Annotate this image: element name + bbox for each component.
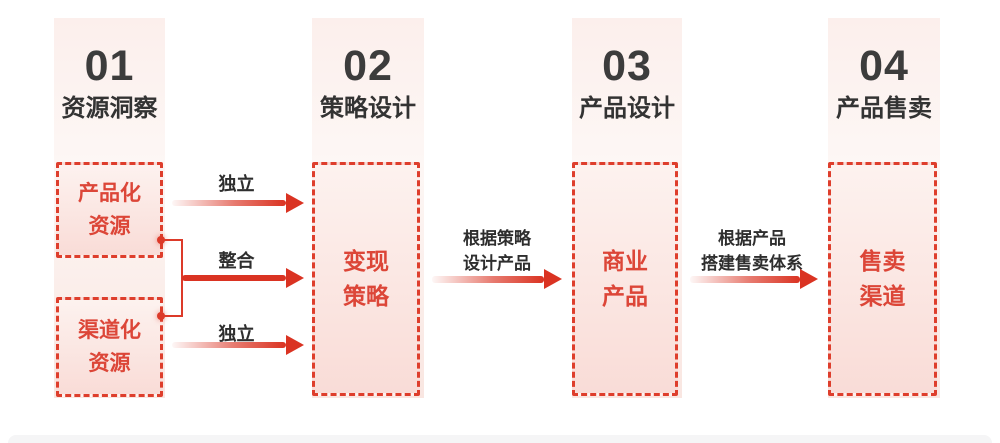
stage-title-resource-insight: 资源洞察 (61, 95, 158, 122)
arrow-right-icon (544, 269, 562, 289)
arrow-label-product-to-sales: 根据产品 搭建售卖体系 (678, 226, 826, 276)
node-label-line: 商业 (602, 248, 648, 274)
stage-number-01: 01 (84, 42, 135, 90)
arrow-right-icon (286, 193, 304, 213)
node-label-line: 策略 (343, 283, 389, 309)
arrow-label-line: 根据产品 (718, 229, 786, 248)
node-label-line: 资源 (88, 352, 131, 375)
stage-title-product-design: 产品设计 (579, 95, 675, 122)
arrow-label-independent-bottom: 独立 (218, 324, 255, 344)
stage-number-04: 04 (859, 42, 909, 90)
next-section-edge (8, 435, 992, 443)
arrow-label-strategy-to-product: 根据策略 设计产品 (427, 226, 567, 276)
arrow-right-icon (800, 269, 818, 289)
arrow-shaft-strategy-to-product (432, 276, 544, 283)
node-commercial-product: 商业 产品 (572, 162, 678, 396)
node-sales-channel: 售卖 渠道 (828, 162, 937, 396)
node-label-line: 资源 (88, 215, 131, 238)
arrow-right-icon (286, 268, 304, 288)
arrow-right-icon (286, 335, 304, 355)
arrow-shaft-independent-top (172, 200, 286, 206)
bracket-line-top (161, 239, 183, 241)
stage-title-strategy-design: 策略设计 (320, 95, 416, 122)
arrow-label-line: 设计产品 (463, 254, 531, 273)
node-label-line: 产品 (602, 283, 648, 309)
bracket-line-bottom (161, 315, 183, 317)
node-label-line: 变现 (343, 248, 389, 274)
arrow-label-line: 搭建售卖体系 (701, 254, 803, 273)
node-monetization-strategy: 变现 策略 (312, 162, 420, 396)
node-channelized-resources: 渠道化 资源 (56, 297, 163, 397)
arrow-shaft-independent-bottom (172, 342, 286, 348)
node-label-line: 渠道 (859, 283, 906, 309)
stage-number-02: 02 (343, 42, 393, 90)
stage-number-03: 03 (602, 42, 652, 90)
node-label-line: 产品化 (78, 182, 141, 205)
arrow-shaft-product-to-sales (690, 276, 800, 283)
arrow-label-line: 根据策略 (463, 229, 531, 248)
stage-title-product-sales: 产品售卖 (836, 95, 932, 122)
arrow-shaft-integrate (182, 275, 286, 281)
node-label-line: 渠道化 (78, 319, 141, 342)
arrow-label-integrate: 整合 (218, 251, 255, 271)
arrow-label-independent-top: 独立 (218, 174, 255, 194)
node-productized-resources: 产品化 资源 (56, 162, 163, 258)
node-label-line: 售卖 (859, 248, 906, 274)
